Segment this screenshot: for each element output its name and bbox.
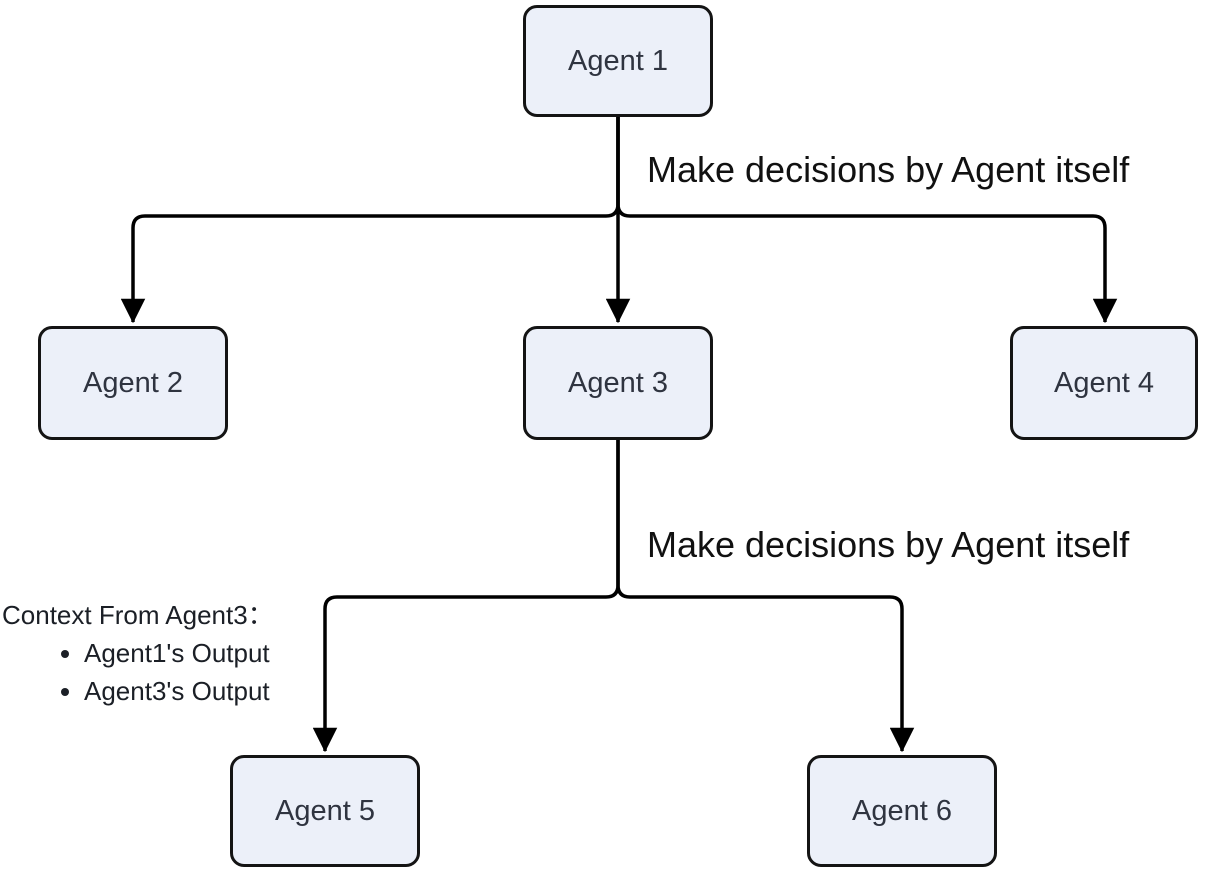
node-agent5: Agent 5 bbox=[230, 755, 420, 867]
node-agent2-label: Agent 2 bbox=[83, 366, 183, 399]
annotation-list: Agent1's Output Agent3's Output bbox=[2, 634, 274, 710]
edge-agent1-to-agent4 bbox=[616, 117, 1118, 324]
context-annotation: Context From Agent3： Agent1's Output Age… bbox=[2, 596, 274, 710]
edge-label-level2: Make decisions by Agent itself bbox=[647, 524, 1130, 565]
node-agent3: Agent 3 bbox=[523, 326, 713, 440]
node-agent4-label: Agent 4 bbox=[1054, 366, 1154, 399]
node-agent5-label: Agent 5 bbox=[275, 794, 375, 827]
node-agent6: Agent 6 bbox=[807, 755, 997, 867]
annotation-title: Context From Agent3： bbox=[2, 600, 274, 630]
annotation-item-1: Agent1's Output bbox=[84, 634, 274, 672]
node-agent1: Agent 1 bbox=[523, 5, 713, 117]
edge-agent3-to-agent6 bbox=[616, 440, 915, 753]
edge-agent1-to-agent2 bbox=[120, 117, 620, 324]
node-agent6-label: Agent 6 bbox=[852, 794, 952, 827]
node-agent4: Agent 4 bbox=[1010, 326, 1198, 440]
edge-label-level1: Make decisions by Agent itself bbox=[647, 149, 1130, 190]
node-agent3-label: Agent 3 bbox=[568, 366, 668, 399]
node-agent1-label: Agent 1 bbox=[568, 44, 668, 77]
edge-agent3-to-agent5 bbox=[312, 440, 620, 753]
node-agent2: Agent 2 bbox=[38, 326, 228, 440]
annotation-item-2: Agent3's Output bbox=[84, 672, 274, 710]
